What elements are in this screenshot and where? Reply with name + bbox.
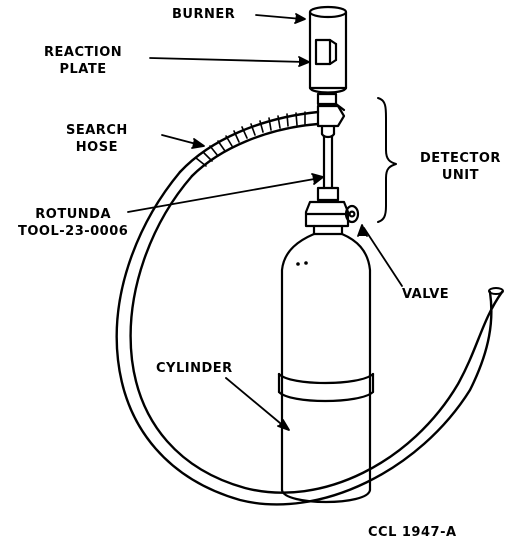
cylinder — [277, 232, 375, 504]
detector-tube — [316, 134, 340, 202]
label-search-hose-line2: HOSE — [75, 140, 118, 155]
label-rotunda-tool-line2: TOOL-23-0006 — [18, 224, 129, 239]
label-reaction-plate-line1: REACTION — [44, 45, 123, 60]
tee-fitting — [316, 92, 346, 139]
burner — [308, 5, 348, 94]
label-detector-unit: DETECTOR UNIT — [420, 150, 501, 184]
figure-code-text: CCL 1947-A — [368, 525, 457, 540]
reaction-plate — [314, 38, 338, 66]
label-reaction-plate-line2: PLATE — [59, 62, 107, 77]
label-cylinder: CYLINDER — [156, 360, 233, 377]
label-valve-text: VALVE — [402, 287, 450, 302]
search-hose — [115, 170, 504, 506]
label-valve: VALVE — [402, 286, 449, 303]
label-burner: BURNER — [172, 6, 235, 23]
detector-unit-bracket — [377, 97, 397, 223]
cylinder-valve — [304, 200, 360, 236]
label-burner-text: BURNER — [172, 7, 236, 22]
label-rotunda-tool: ROTUNDA TOOL-23-0006 — [18, 206, 128, 240]
hose-corrugated-section — [178, 110, 320, 178]
label-search-hose: SEARCH HOSE — [66, 122, 128, 156]
label-reaction-plate: REACTION PLATE — [44, 44, 122, 78]
figure-code: CCL 1947-A — [368, 524, 457, 541]
label-rotunda-tool-line1: ROTUNDA — [35, 207, 112, 222]
label-cylinder-text: CYLINDER — [156, 361, 233, 376]
label-detector-unit-line1: DETECTOR — [420, 151, 501, 166]
label-search-hose-line1: SEARCH — [66, 123, 128, 138]
leader-lines — [127, 13, 403, 431]
label-detector-unit-line2: UNIT — [441, 168, 480, 183]
